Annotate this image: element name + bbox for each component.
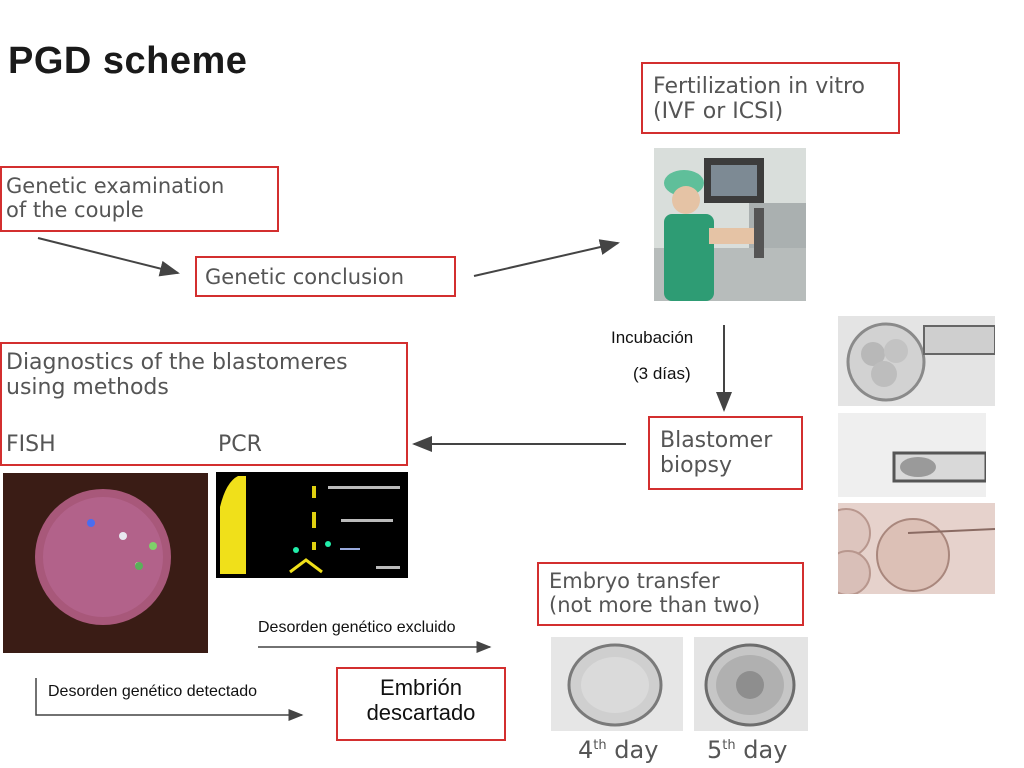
embryo-discarded-box: Embrión descartado	[336, 667, 506, 741]
embryo-discarded-line-1: Embrión	[380, 675, 462, 700]
day5-label: 5th day	[707, 736, 787, 764]
arrow-detected	[35, 678, 304, 721]
embryo-micrograph-1	[838, 316, 995, 406]
embryo-micrograph-2	[838, 413, 986, 497]
blastomer-biopsy-box: Blastomer biopsy	[648, 416, 803, 490]
diagnostics-line-2: using methods	[6, 375, 169, 401]
genetic-examination-box: Genetic examination of the couple	[0, 166, 279, 232]
genetic-conclusion-label: Genetic conclusion	[205, 265, 405, 289]
day4-superscript: th	[593, 738, 607, 753]
blastomer-biopsy-line-2: biopsy	[660, 453, 732, 479]
embryo-discarded-line-2: descartado	[366, 700, 476, 726]
fish-label: FISH	[6, 432, 56, 457]
genetic-conclusion-box: Genetic conclusion	[195, 256, 456, 297]
disorder-excluded-label: Desorden genético excluido	[258, 619, 456, 636]
fertilization-box: Fertilization in vitro (IVF or ICSI)	[641, 62, 900, 134]
disorder-detected-label: Desorden genético detectado	[48, 683, 258, 700]
day4-label: 4th day	[578, 736, 658, 764]
genetic-examination-line-1: Genetic examination	[6, 174, 225, 198]
day4-word: day	[606, 736, 659, 764]
day5-word: day	[735, 736, 788, 764]
genetic-examination-line-2: of the couple	[6, 198, 144, 223]
embryo-transfer-box: Embryo transfer (not more than two)	[537, 562, 804, 626]
ivf-lab-photo	[654, 148, 806, 301]
pcr-label: PCR	[218, 432, 262, 457]
diagnostics-box: Diagnostics of the blastomeres using met…	[0, 342, 408, 466]
embryo-day4-image	[551, 637, 683, 731]
page-title: PGD scheme	[8, 40, 248, 82]
fish-nucleus-image	[3, 473, 208, 653]
arrow-exam-to-conclusion	[37, 237, 180, 277]
day5-superscript: th	[722, 738, 736, 753]
incubation-label: Incubación	[611, 328, 694, 347]
embryo-micrograph-3	[838, 503, 995, 594]
fertilization-line-1: Fertilization in vitro	[653, 74, 865, 99]
arrow-conclusion-to-ivf	[473, 239, 620, 277]
day5-number: 5	[707, 736, 723, 764]
embryo-day5-image	[694, 637, 808, 731]
pcr-gel-image	[216, 472, 408, 578]
blastomer-biopsy-line-1: Blastomer	[660, 428, 773, 453]
embryo-transfer-line-1: Embryo transfer	[549, 569, 720, 593]
day4-number: 4	[578, 736, 594, 764]
incubation-days-label: (3 días)	[633, 364, 691, 383]
fertilization-line-2: (IVF or ICSI)	[653, 99, 784, 125]
embryo-transfer-line-2: (not more than two)	[549, 593, 761, 618]
diagnostics-line-1: Diagnostics of the blastomeres	[6, 350, 348, 375]
